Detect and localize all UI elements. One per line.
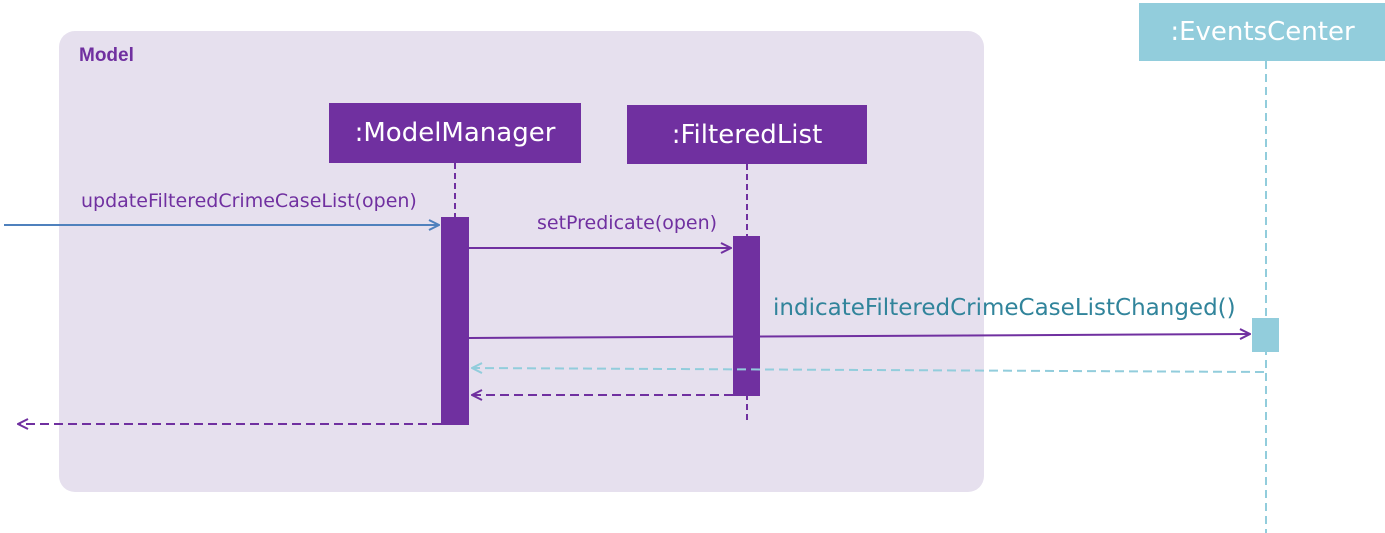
update-filtered-label: updateFilteredCrimeCaseList(open)	[81, 190, 417, 212]
events-center-head: :EventsCenter	[1139, 3, 1385, 61]
filtered-list-head: :FilteredList	[627, 105, 867, 164]
set-predicate-label: setPredicate(open)	[537, 212, 718, 234]
indicate-changed-label: indicateFilteredCrimeCaseListChanged()	[773, 295, 1236, 321]
events-center-activation	[1252, 318, 1279, 352]
indicate-changed-arrow	[468, 334, 1250, 338]
model-manager-activation	[441, 217, 469, 425]
filtered-list-activation	[733, 236, 760, 396]
frame-label: Model	[79, 45, 134, 66]
model-manager-head: :ModelManager	[329, 103, 581, 163]
events-return-arrow	[472, 368, 1265, 372]
